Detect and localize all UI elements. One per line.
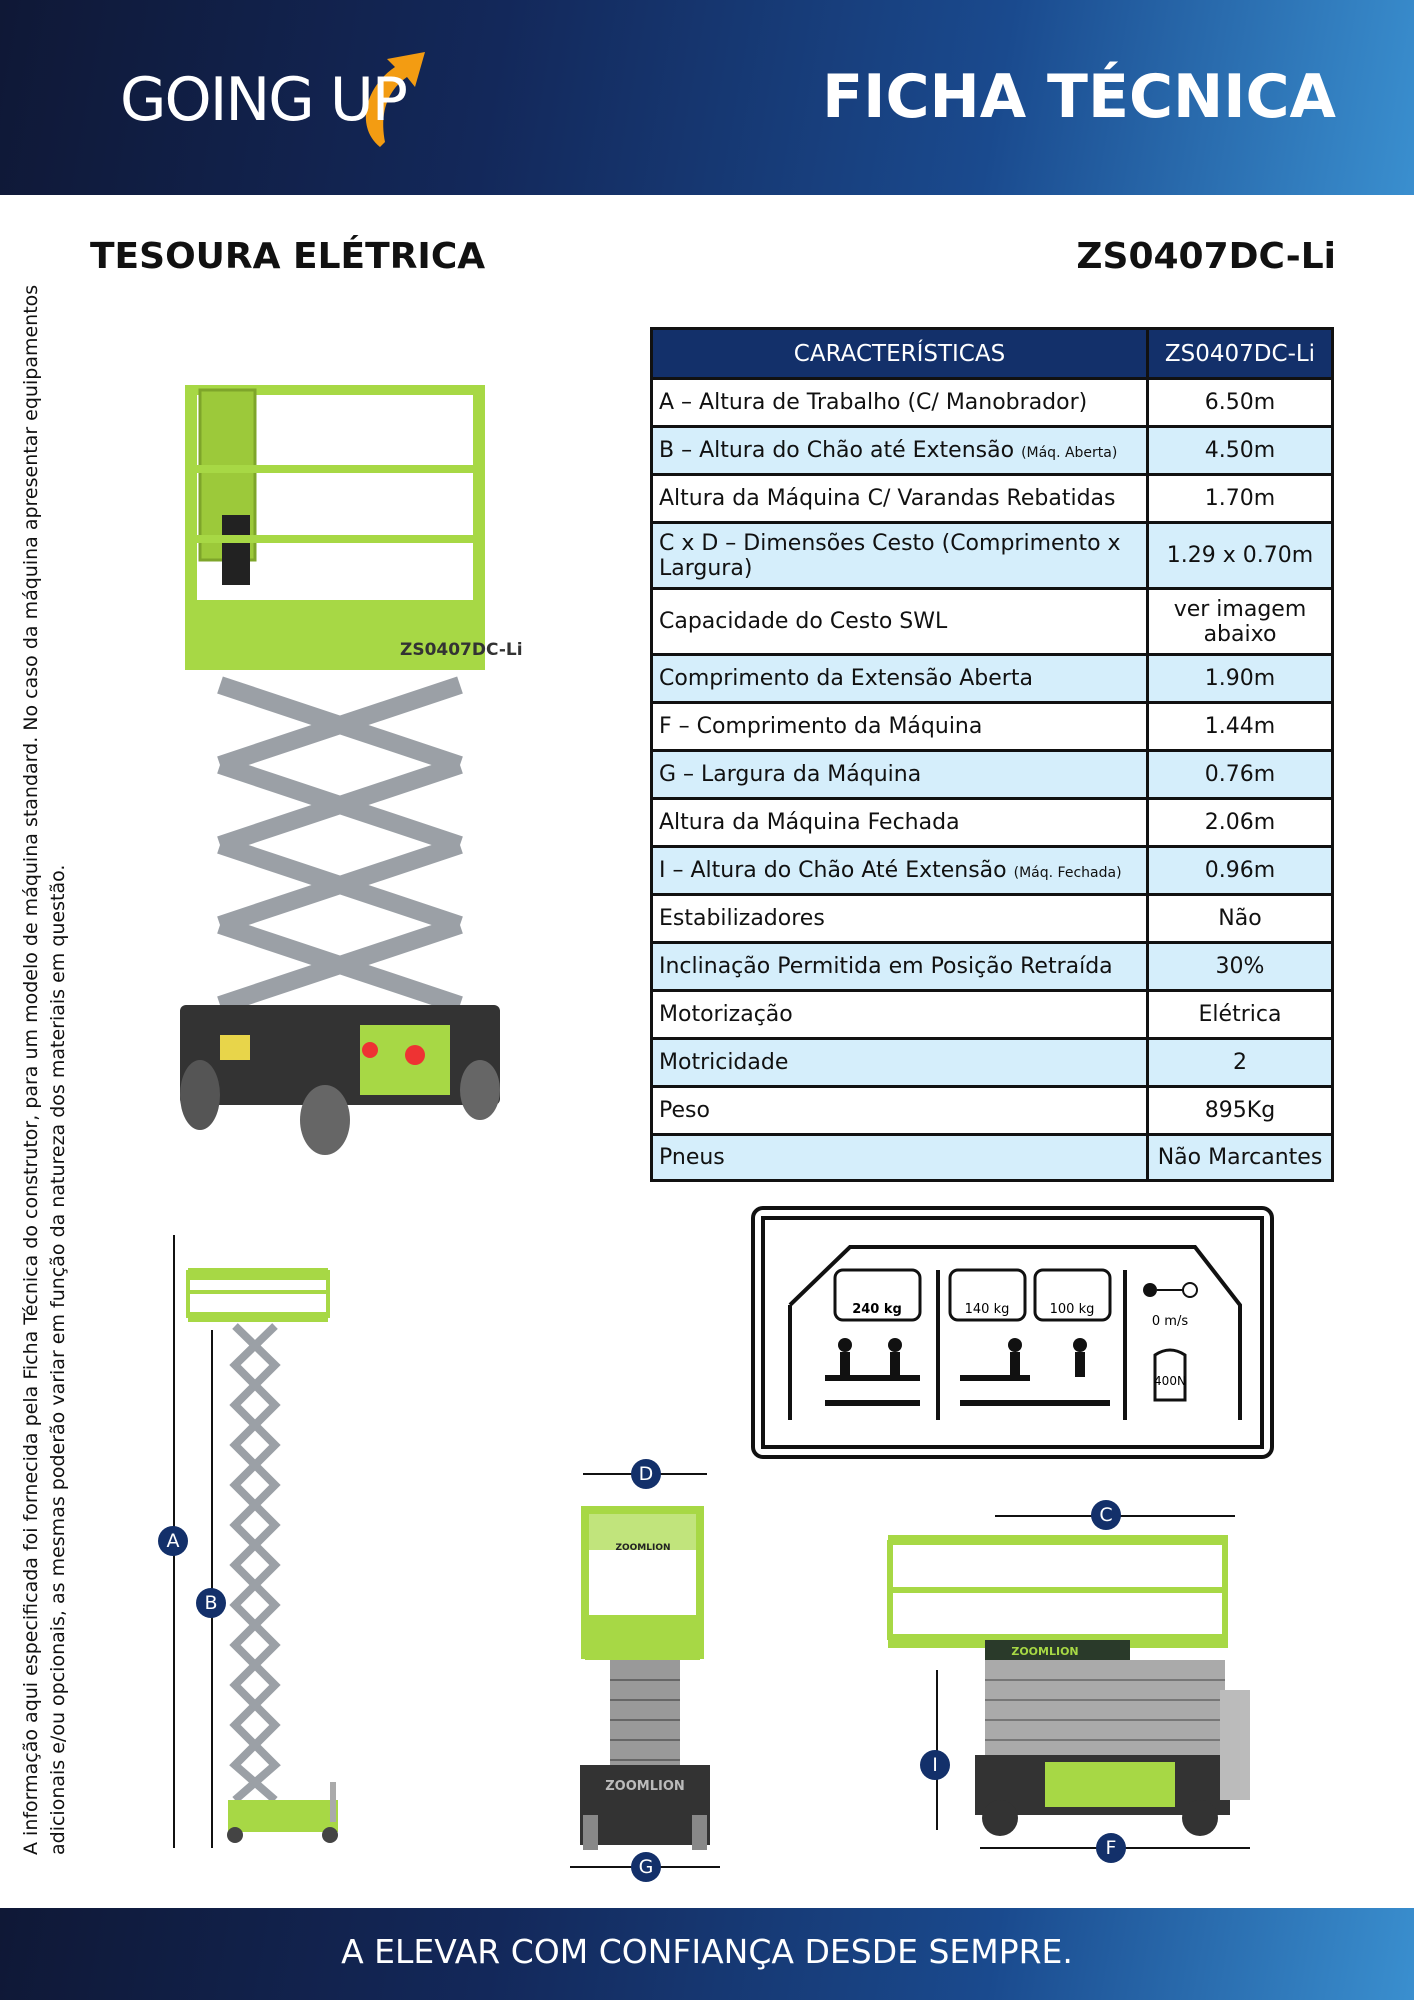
table-row: A – Altura de Trabalho (C/ Manobrador) 6… xyxy=(650,377,1334,428)
front-brand-label: ZOOMLION xyxy=(615,1543,670,1553)
row-label: Motorização xyxy=(650,989,1149,1040)
table-row: Pneus Não Marcantes xyxy=(650,1133,1334,1182)
footer-tagline: A ELEVAR COM CONFIANÇA DESDE SEMPRE. xyxy=(341,1932,1073,1971)
wind-speed-label: 0 m/s xyxy=(1152,1314,1188,1329)
table-row: Peso 895Kg xyxy=(650,1085,1334,1136)
row-label: Inclinação Permitida em Posição Retraída xyxy=(650,941,1149,992)
header-banner: GOING UP FICHA TÉCNICA xyxy=(0,0,1414,195)
force-label: 400N xyxy=(1154,1374,1186,1388)
table-row: C x D – Dimensões Cesto (Comprimento x L… xyxy=(650,521,1334,590)
row-value: Elétrica xyxy=(1146,989,1334,1040)
row-value: 1.70m xyxy=(1146,473,1334,524)
header-characteristics: CARACTERÍSTICAS xyxy=(650,327,1149,380)
table-row: Inclinação Permitida em Posição Retraída… xyxy=(650,941,1334,992)
product-type-title: TESOURA ELÉTRICA xyxy=(90,236,486,277)
row-label: Altura da Máquina Fechada xyxy=(650,797,1149,848)
load-100-label: 100 kg xyxy=(1050,1302,1095,1317)
footer-banner: A ELEVAR COM CONFIANÇA DESDE SEMPRE. xyxy=(0,1908,1414,2000)
table-row: Motricidade 2 xyxy=(650,1037,1334,1088)
dimension-marker-f: F xyxy=(1096,1833,1126,1863)
photo-model-label: ZS0407DC-Li xyxy=(400,640,523,660)
extended-height-diagram xyxy=(173,1235,338,1848)
header-model: ZS0407DC-Li xyxy=(1146,327,1334,380)
row-value: 1.44m xyxy=(1146,701,1334,752)
row-label: Comprimento da Extensão Aberta xyxy=(650,653,1149,704)
dimension-marker-i: I xyxy=(920,1750,950,1780)
side-view-diagram: ZOOMLION xyxy=(887,1515,1250,1849)
dimension-marker-a: A xyxy=(158,1526,188,1556)
load-140-label: 140 kg xyxy=(965,1302,1010,1317)
table-row: Estabilizadores Não xyxy=(650,893,1334,944)
capacity-sign: 240 kg 140 kg 100 kg 0 m/s 400N xyxy=(751,1206,1274,1459)
page-title: FICHA TÉCNICA xyxy=(822,62,1336,132)
row-value: 2.06m xyxy=(1146,797,1334,848)
row-label: Motricidade xyxy=(650,1037,1149,1088)
dimension-marker-d: D xyxy=(631,1459,661,1489)
workers-icon xyxy=(825,1338,1110,1406)
front-view-diagram: ZOOMLION ZOOMLION xyxy=(570,1473,720,1868)
row-label: C x D – Dimensões Cesto (Comprimento x L… xyxy=(650,521,1149,590)
dimension-marker-b: B xyxy=(196,1588,226,1618)
row-label: Capacidade do Cesto SWL xyxy=(650,587,1149,656)
table-row: Altura da Máquina Fechada 2.06m xyxy=(650,797,1334,848)
table-row: G – Largura da Máquina 0.76m xyxy=(650,749,1334,800)
row-label: Altura da Máquina C/ Varandas Rebatidas xyxy=(650,473,1149,524)
specifications-table: CARACTERÍSTICAS ZS0407DC-Li A – Altura d… xyxy=(650,327,1334,1182)
table-row: Altura da Máquina C/ Varandas Rebatidas … xyxy=(650,473,1334,524)
row-value: 30% xyxy=(1146,941,1334,992)
row-label: Pneus xyxy=(650,1133,1149,1182)
row-label: A – Altura de Trabalho (C/ Manobrador) xyxy=(650,377,1149,428)
basket-top-rail xyxy=(185,385,485,395)
table-row: I – Altura do Chão Até Extensão (Máq. Fe… xyxy=(650,845,1334,896)
table-row: F – Comprimento da Máquina 1.44m xyxy=(650,701,1334,752)
wind-icon xyxy=(1143,1283,1157,1297)
disclaimer-note: A informação aqui especificada foi forne… xyxy=(20,284,69,1855)
row-value: Não Marcantes xyxy=(1146,1133,1334,1182)
row-value: 4.50m xyxy=(1146,425,1334,476)
load-240-label: 240 kg xyxy=(852,1302,902,1317)
row-value: ver imagem abaixo xyxy=(1146,587,1334,656)
row-value: 0.96m xyxy=(1146,845,1334,896)
side-brand-label: ZOOMLION xyxy=(1011,1645,1078,1658)
dimension-marker-c: C xyxy=(1091,1500,1121,1530)
row-label: I – Altura do Chão Até Extensão (Máq. Fe… xyxy=(650,845,1149,896)
product-model-title: ZS0407DC-Li xyxy=(1076,236,1336,277)
row-value: Não xyxy=(1146,893,1334,944)
row-label: B – Altura do Chão até Extensão (Máq. Ab… xyxy=(650,425,1149,476)
table-row: Motorização Elétrica xyxy=(650,989,1334,1040)
row-label: F – Comprimento da Máquina xyxy=(650,701,1149,752)
dimension-marker-g: G xyxy=(631,1852,661,1882)
table-row: Comprimento da Extensão Aberta 1.90m xyxy=(650,653,1334,704)
row-value: 895Kg xyxy=(1146,1085,1334,1136)
row-value: 1.29 x 0.70m xyxy=(1146,521,1334,590)
row-value: 1.90m xyxy=(1146,653,1334,704)
front-base-brand-label: ZOOMLION xyxy=(605,1779,685,1794)
table-row: B – Altura do Chão até Extensão (Máq. Ab… xyxy=(650,425,1334,476)
row-value: 0.76m xyxy=(1146,749,1334,800)
row-value: 2 xyxy=(1146,1037,1334,1088)
table-header-row: CARACTERÍSTICAS ZS0407DC-Li xyxy=(650,327,1334,380)
machine-photo: ZS0407DC-Li xyxy=(180,385,523,1155)
row-value: 6.50m xyxy=(1146,377,1334,428)
row-label: Peso xyxy=(650,1085,1149,1136)
logo-arrow-icon xyxy=(365,52,425,147)
logo-text: GOING UP xyxy=(120,65,408,135)
row-label: G – Largura da Máquina xyxy=(650,749,1149,800)
row-label: Estabilizadores xyxy=(650,893,1149,944)
hand-force-icon xyxy=(1153,1348,1187,1402)
table-row: Capacidade do Cesto SWL ver imagem abaix… xyxy=(650,587,1334,656)
